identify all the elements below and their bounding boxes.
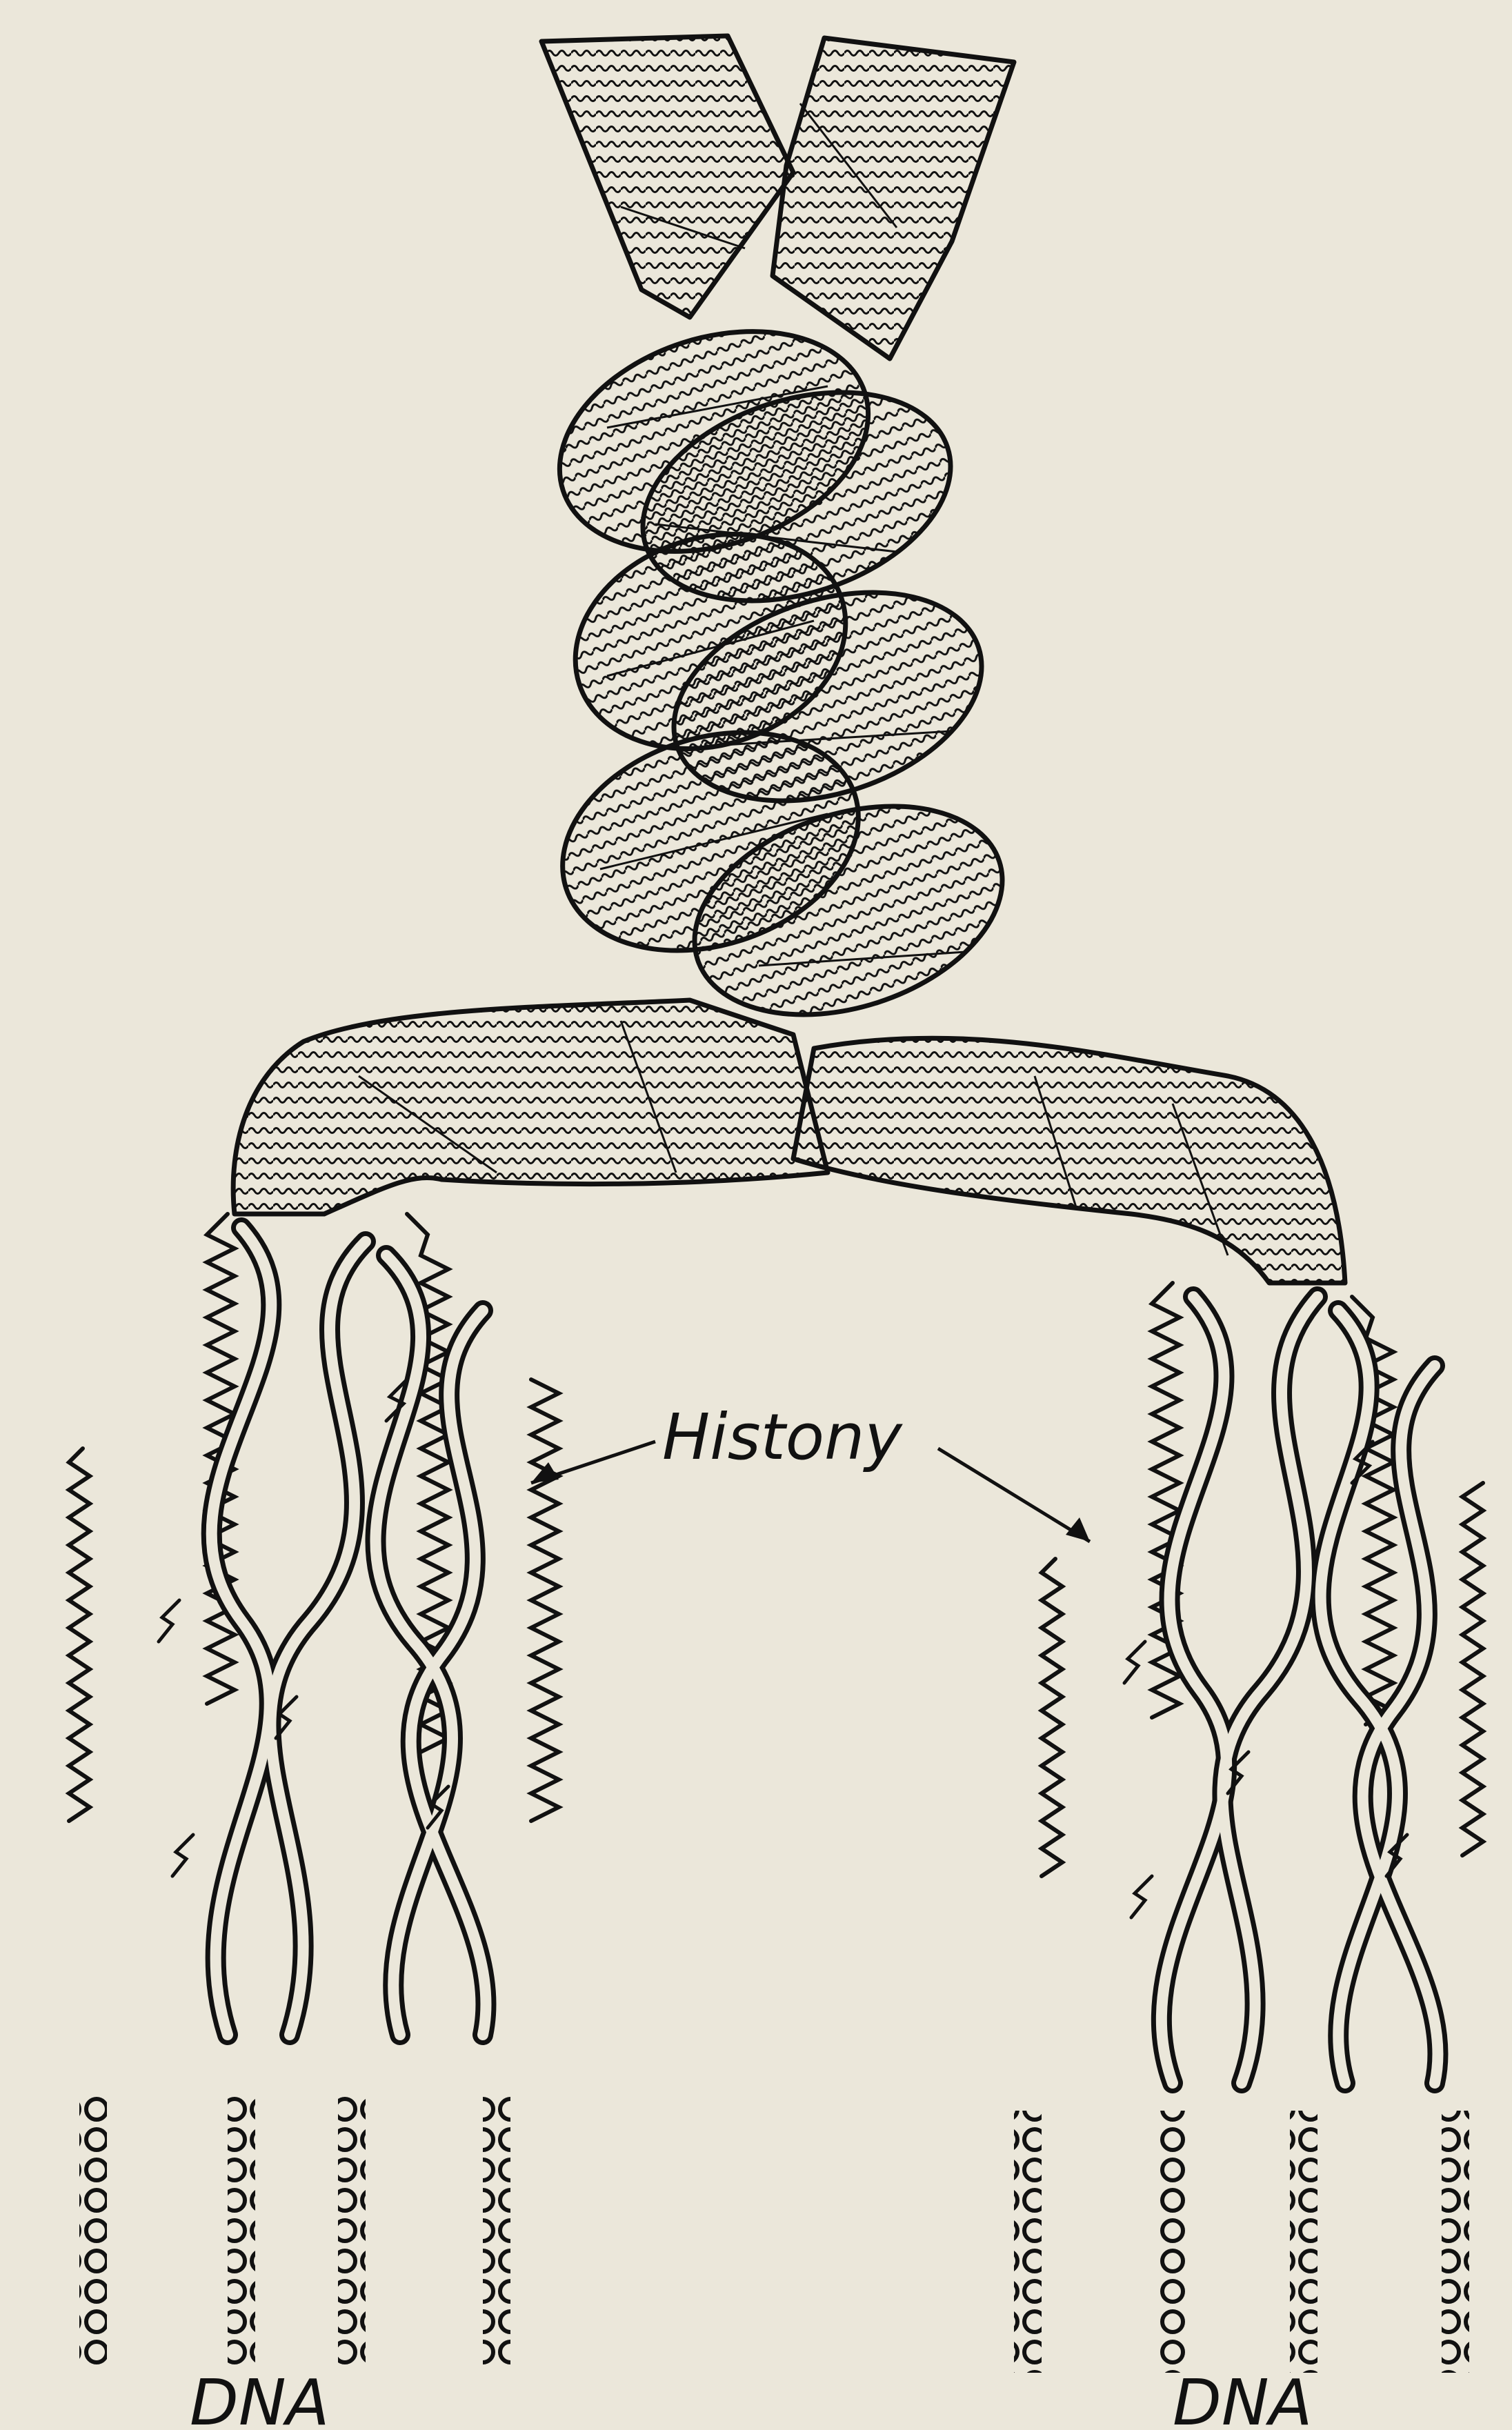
dna-label-left: DNA — [190, 2366, 330, 2430]
dna-beads-left-1 — [79, 2097, 107, 2366]
dna-beads-left-2 — [228, 2097, 255, 2366]
arm-left — [233, 1000, 828, 1214]
dna-label-right: DNA — [1173, 2366, 1313, 2430]
dna-beads-right-3 — [1290, 2111, 1317, 2373]
dna-beads-right-1 — [1014, 2111, 1042, 2373]
dna-beads-right-4 — [1442, 2111, 1469, 2373]
dna-beads-left-3 — [338, 2097, 366, 2366]
dna-beads-right-2 — [1159, 2111, 1186, 2373]
histony-label: Histony — [662, 1400, 903, 1474]
dna-beads-left-4 — [483, 2097, 510, 2366]
